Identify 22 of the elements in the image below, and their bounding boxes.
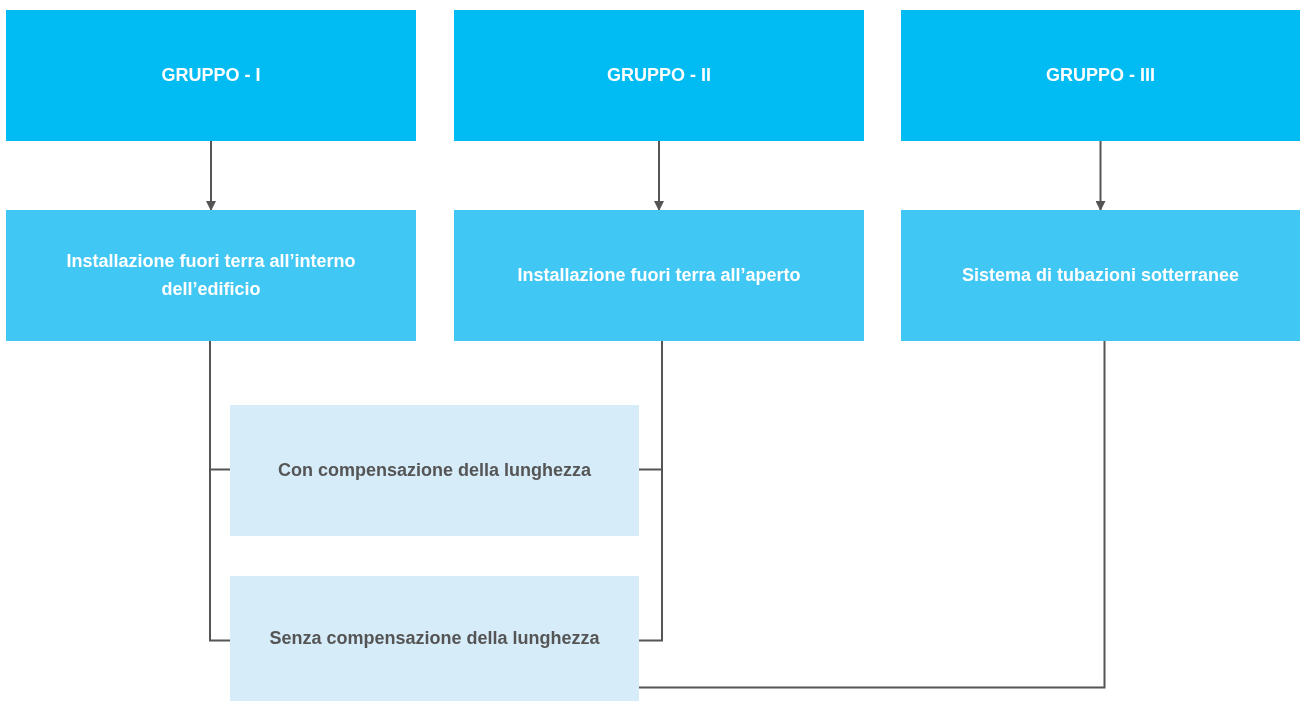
node-label: Installazione fuori terra all’interno dell’edificio: [65, 249, 357, 301]
node-label: Sistema di tubazioni sotterranee: [961, 263, 1240, 287]
category-box: [454, 210, 864, 341]
node-label: Senza compensazione della lunghezza: [269, 626, 600, 650]
node-label: GRUPPO - III: [1046, 63, 1155, 87]
node-label: Con compensazione della lunghezza: [277, 458, 592, 482]
group-box: [901, 10, 1300, 141]
arrow: [654, 140, 664, 211]
node-label: GRUPPO - II: [607, 63, 711, 87]
arrow: [1095, 140, 1106, 211]
arrow: [206, 140, 216, 211]
node-label: GRUPPO - I: [161, 63, 261, 87]
option-box: [230, 405, 639, 536]
category-box: [901, 210, 1300, 341]
option-box: [230, 576, 639, 701]
group-box: [454, 10, 864, 141]
node-label: Installazione fuori terra all’aperto: [517, 263, 801, 287]
group-box: [6, 10, 416, 141]
category-box: [6, 210, 416, 341]
connector-line: [638, 340, 663, 642]
connector-line: [209, 340, 231, 642]
connector-line: [638, 340, 1106, 689]
